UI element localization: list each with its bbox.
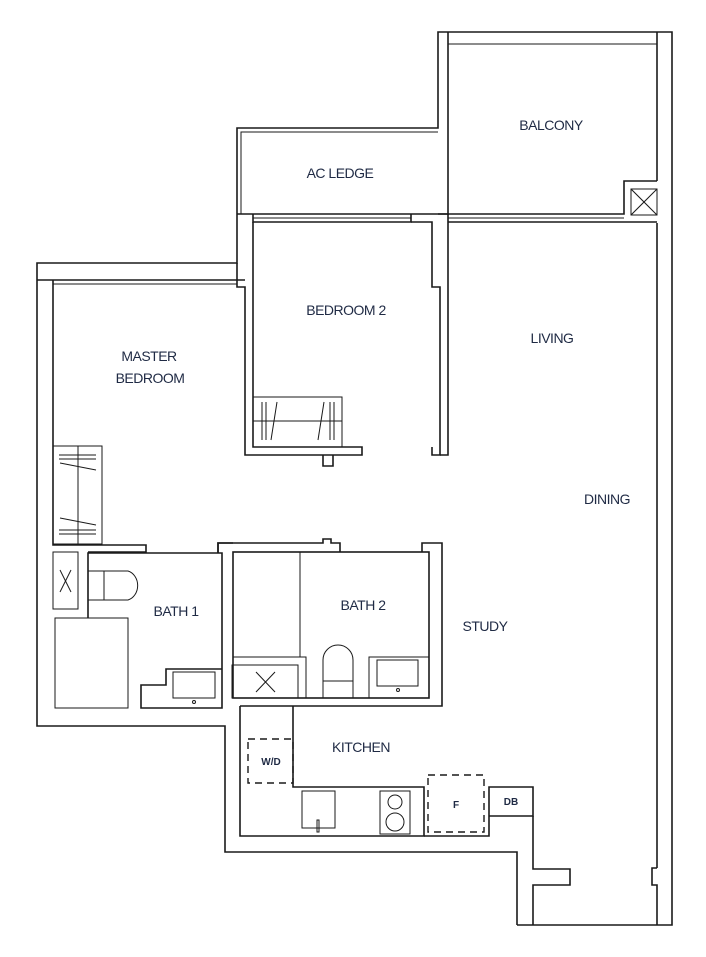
sink-drain [396, 688, 400, 692]
label-bath2: BATH 2 [341, 597, 387, 613]
bathtub-bath1 [54, 617, 129, 709]
right-wall-inner-notch [651, 867, 658, 925]
bedroom2-wall [252, 214, 412, 223]
shaft-cross [630, 188, 658, 216]
db-box [488, 786, 534, 817]
wardrobe-line [317, 401, 325, 441]
hob [379, 790, 411, 835]
label-master-2: BEDROOM [116, 370, 185, 386]
bath1-top [217, 542, 233, 553]
bath2-floor [233, 656, 307, 698]
label-ac-ledge: AC LEDGE [307, 165, 374, 181]
label-study: STUDY [463, 618, 509, 634]
toilet-bath2 [322, 644, 354, 698]
wardrobe-line [270, 401, 278, 441]
burner [385, 812, 405, 832]
partition-wall [411, 221, 441, 456]
label-living: LIVING [531, 330, 574, 346]
wall-stub [322, 455, 334, 467]
service-shaft [630, 188, 658, 216]
label-bedroom2: BEDROOM 2 [306, 302, 386, 318]
toilet-bath1 [88, 570, 139, 601]
label-fridge: F [453, 800, 459, 811]
sink-bath2 [376, 659, 419, 687]
sink-bath1 [172, 671, 216, 699]
wardrobe-bedroom2 [252, 396, 343, 448]
shower-bath2 [231, 664, 299, 699]
bath1-shaft [52, 551, 79, 610]
balcony-bottom-wall [438, 180, 657, 215]
sink-counter-bath2 [368, 656, 429, 698]
washer-dryer-space [247, 738, 294, 784]
bath2-room [232, 551, 430, 699]
shaft-cross [59, 569, 72, 593]
label-kitchen: KITCHEN [332, 739, 390, 755]
kitchen-wall [239, 706, 425, 837]
label-wd: W/D [261, 757, 280, 768]
label-bath1: BATH 1 [154, 603, 200, 619]
wardrobe-line [59, 462, 97, 471]
ac-ledge-inner [240, 131, 438, 214]
bedroom2-left-wall [236, 222, 363, 456]
fridge-space [427, 774, 485, 833]
shower-cross [255, 671, 276, 693]
label-balcony: BALCONY [519, 117, 584, 133]
tap [316, 819, 320, 833]
bath2-outer [217, 538, 341, 553]
kitchen-corridor-wall [532, 816, 571, 925]
sink-drain [192, 700, 196, 704]
label-db: DB [504, 797, 518, 808]
burner [387, 794, 403, 810]
wardrobe-line [59, 517, 97, 526]
label-master-1: MASTER [121, 348, 177, 364]
bath1-wall [87, 552, 223, 709]
bath2-right [240, 542, 443, 707]
master-inner-wall [52, 280, 147, 553]
label-dining: DINING [584, 491, 630, 507]
partition-wall [438, 213, 449, 456]
kitchen-fridge-wall [424, 786, 534, 837]
